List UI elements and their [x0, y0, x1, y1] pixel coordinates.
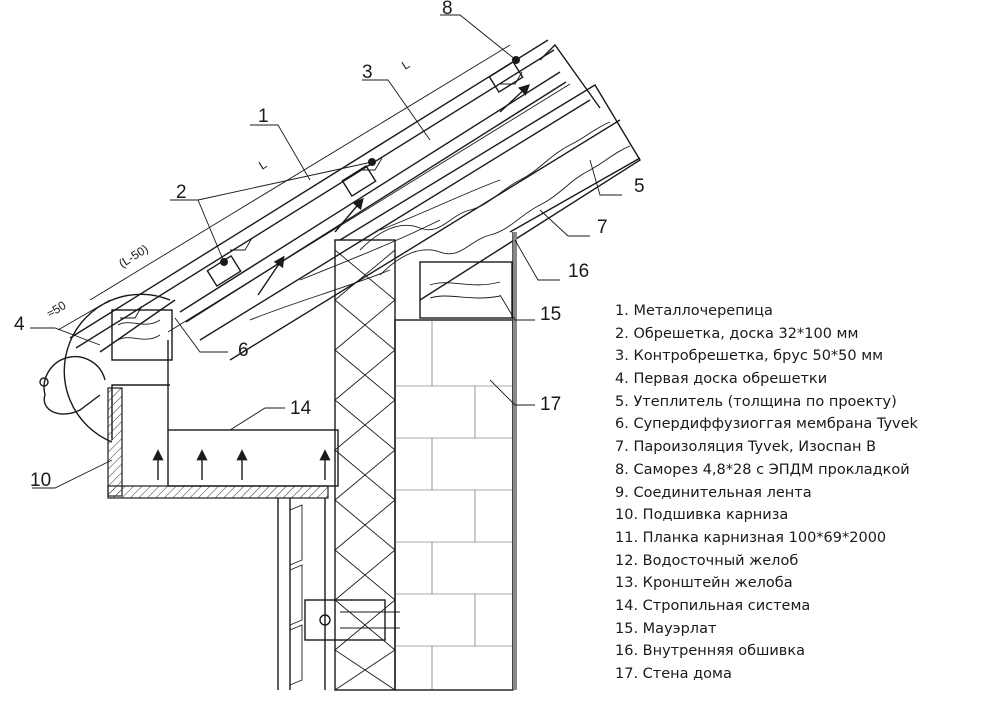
wall-insulation — [334, 239, 396, 691]
callout-4: 4 — [14, 314, 25, 335]
legend-item: 16. Внутренняя обшивка — [615, 643, 805, 660]
dimension-lines — [57, 44, 511, 331]
legend-item: 15. Мауэрлат — [615, 620, 717, 637]
callout-6: 6 — [238, 340, 249, 361]
callout-15: 15 — [540, 304, 561, 325]
vapor-barrier-line — [509, 157, 641, 233]
ridge-edge — [539, 43, 601, 109]
legend-item: 3. Контробрешетка, брус 50*50 мм — [615, 348, 884, 365]
legend-item: 9. Соединительная лента — [615, 484, 812, 501]
dim-l-lower: L — [256, 157, 269, 173]
legend-item: 7. Пароизоляция Tyvek, Изоспан В — [615, 439, 877, 456]
callout-8: 8 — [442, 0, 453, 19]
batten-boards — [206, 60, 524, 288]
dim-approx-50: ≈50 — [44, 298, 69, 321]
callout-7: 7 — [597, 217, 608, 238]
legend-item: 14. Стропильная система — [615, 597, 811, 614]
callout-16: 16 — [568, 261, 589, 282]
roof-metal-tile — [69, 39, 555, 349]
leader-lines — [30, 14, 622, 489]
legend-item: 13. Кронштейн желоба — [615, 575, 793, 592]
callout-1: 1 — [258, 106, 269, 127]
legend-item: 17. Стена дома — [615, 666, 732, 682]
membrane-layer — [167, 83, 571, 333]
gutter-icon — [43, 355, 106, 415]
callout-2: 2 — [176, 182, 187, 203]
callout-10: 10 — [30, 470, 51, 491]
rafter-beam — [167, 340, 339, 487]
callout-17: 17 — [540, 394, 561, 415]
soffit-board — [107, 387, 329, 499]
callout-3: 3 — [362, 62, 373, 83]
house-wall-blocks — [394, 232, 517, 691]
legend-item: 12. Водосточный желоб — [615, 552, 799, 569]
mauerlat-beam — [419, 261, 513, 319]
legend-item: 4. Первая доска обрешетки — [615, 371, 828, 388]
ventilation-arrows-soffit — [152, 449, 331, 480]
insulation-slope — [339, 84, 641, 301]
legend-item: 11. Планка карнизная 100*69*2000 — [615, 529, 887, 546]
rafter — [199, 99, 621, 361]
exterior-wall-cladding — [277, 498, 326, 690]
callout-14: 14 — [290, 398, 312, 419]
counter-batten — [179, 71, 567, 323]
fastener-bracket — [304, 599, 400, 641]
legend-item: 5. Утеплитель (толщина по проекту) — [615, 393, 897, 410]
legend-item: 10. Подшивка карниза — [615, 507, 789, 524]
callout-5: 5 — [634, 176, 645, 197]
legend-item: 6. Супердиффузиоггая мембрана Tyvek — [615, 416, 918, 433]
legend-item: 8. Саморез 4,8*28 с ЭПДМ прокладкой — [615, 461, 910, 478]
legend-item: 2. Обрешетка, доска 32*100 мм — [615, 325, 859, 342]
screw-icons — [220, 56, 520, 266]
legend-list: 1. Металлочерепица 2. Обрешетка, доска 3… — [615, 300, 918, 686]
dim-l-upper: L — [399, 57, 412, 73]
legend-item: 1. Металлочерепица — [615, 303, 773, 319]
ventilation-arrows-slope — [257, 84, 531, 296]
